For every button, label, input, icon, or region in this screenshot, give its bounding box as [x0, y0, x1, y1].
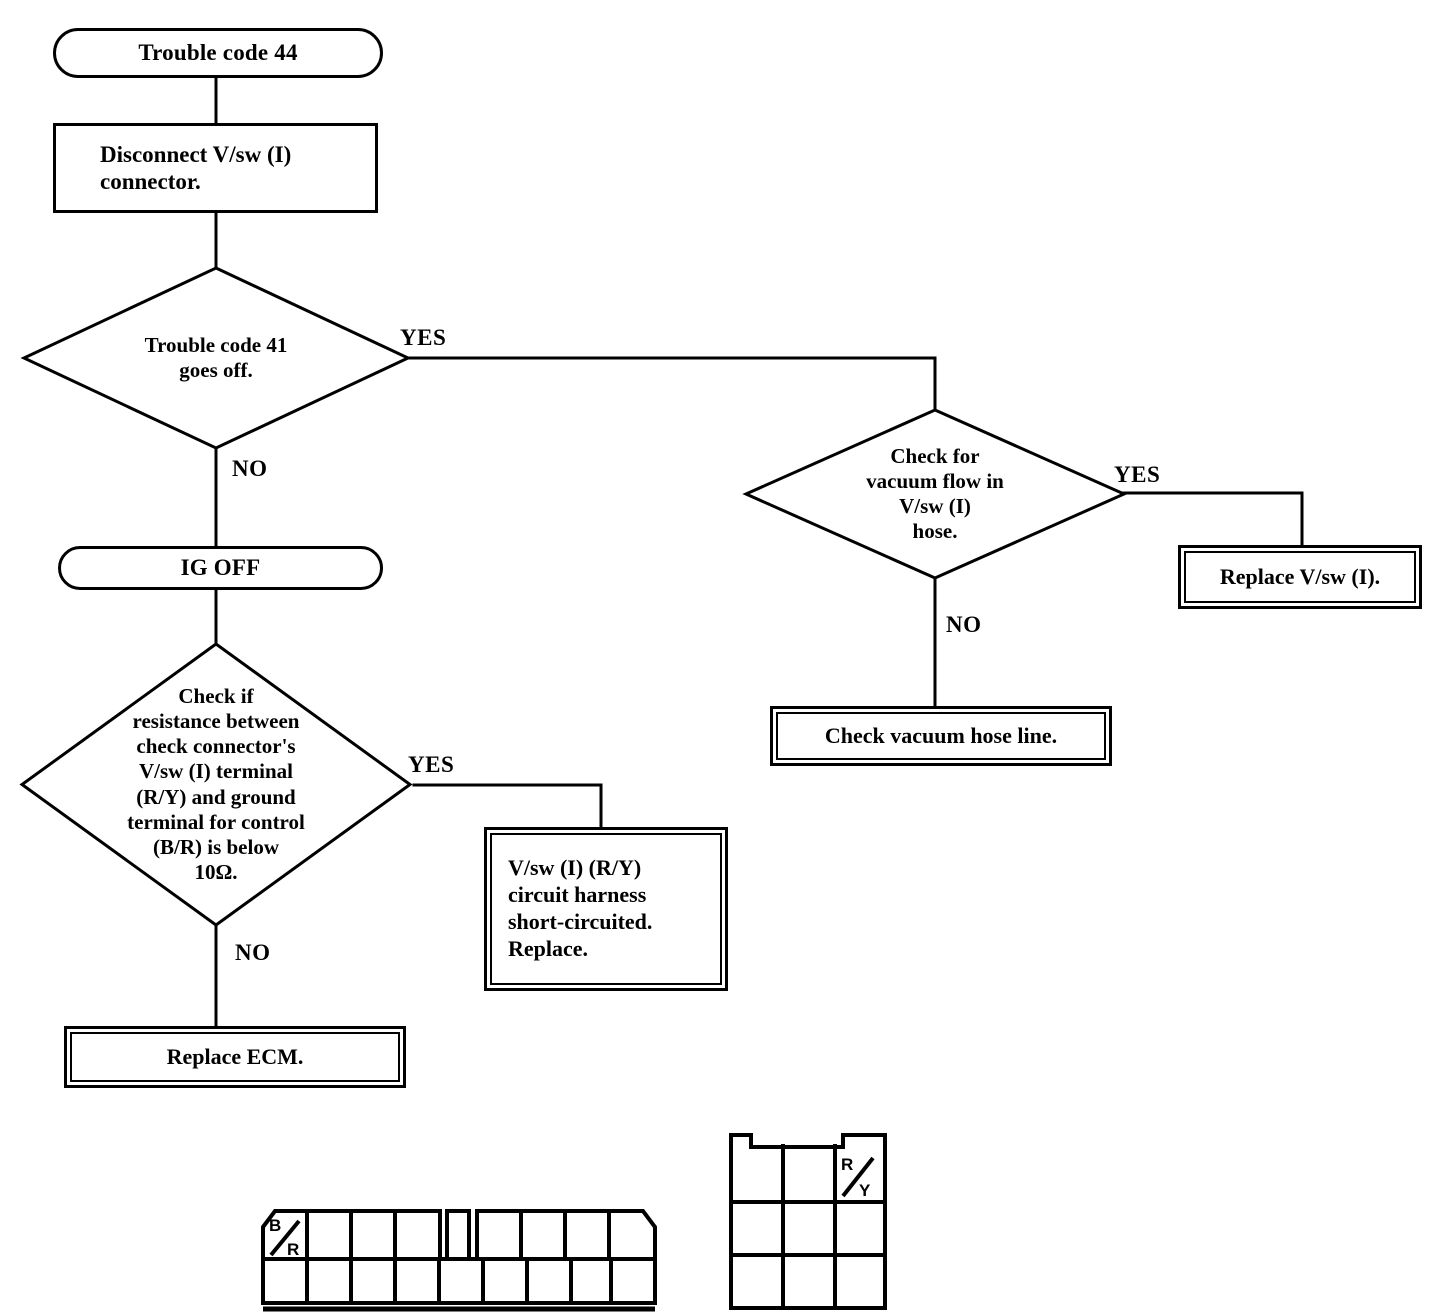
- result-check-vacuum-hose: Check vacuum hose line.: [770, 706, 1112, 766]
- check-connector-pinout: B R: [255, 1205, 665, 1315]
- vsw-connector-pin-label-top: R: [841, 1155, 853, 1174]
- edge-label-vacuum-yes: YES: [1114, 462, 1161, 487]
- vsw-connector-pinout: R Y: [725, 1130, 910, 1315]
- result-replace-vsw-label: Replace V/sw (I).: [1219, 563, 1381, 589]
- start-terminal-trouble-code-44: Trouble code 44: [53, 28, 383, 78]
- decision-resistance-check: Check if resistance between check connec…: [19, 642, 413, 927]
- check-connector-pin-slash: [269, 1219, 301, 1257]
- vsw-connector-pin-slash: [841, 1156, 875, 1198]
- result-harness-short-circuited: V/sw (I) (R/Y) circuit harness short-cir…: [484, 827, 728, 991]
- start-terminal-label: Trouble code 44: [138, 40, 298, 66]
- check-connector-pin-label-bottom: R: [287, 1240, 299, 1259]
- vsw-connector-pin-label-bottom: Y: [859, 1181, 871, 1200]
- result-check-hose-label: Check vacuum hose line.: [824, 722, 1058, 748]
- edge-resistance-yes-to-short: [412, 783, 603, 829]
- result-replace-ecm-label: Replace ECM.: [166, 1043, 304, 1069]
- check-connector-pin-label-top: B: [269, 1216, 281, 1235]
- result-replace-vsw: Replace V/sw (I).: [1178, 545, 1422, 609]
- edge-label-resistance-no: NO: [235, 940, 271, 965]
- edge-label-vacuum-no: NO: [946, 612, 982, 637]
- decision-vacuum-flow: Check for vacuum flow in V/sw (I) hose.: [742, 408, 1128, 580]
- decision-trouble-code-41: Trouble code 41 goes off.: [20, 266, 412, 450]
- process-disconnect-connector: Disconnect V/sw (I) connector.: [53, 123, 378, 213]
- edge-code41-yes-to-vacuum: [406, 356, 937, 412]
- result-replace-ecm: Replace ECM.: [64, 1026, 406, 1088]
- edge-vacuum-yes-to-replace: [1122, 491, 1304, 547]
- result-short-circuit-label: V/sw (I) (R/Y) circuit harness short-cir…: [508, 855, 653, 961]
- terminal-ig-off: IG OFF: [58, 546, 383, 590]
- edge-label-resistance-yes: YES: [408, 752, 455, 777]
- terminal-ig-off-label: IG OFF: [180, 555, 261, 581]
- edge-label-code41-no: NO: [232, 456, 268, 481]
- edge-label-code41-yes: YES: [400, 325, 447, 350]
- process-disconnect-label: Disconnect V/sw (I) connector.: [100, 141, 292, 194]
